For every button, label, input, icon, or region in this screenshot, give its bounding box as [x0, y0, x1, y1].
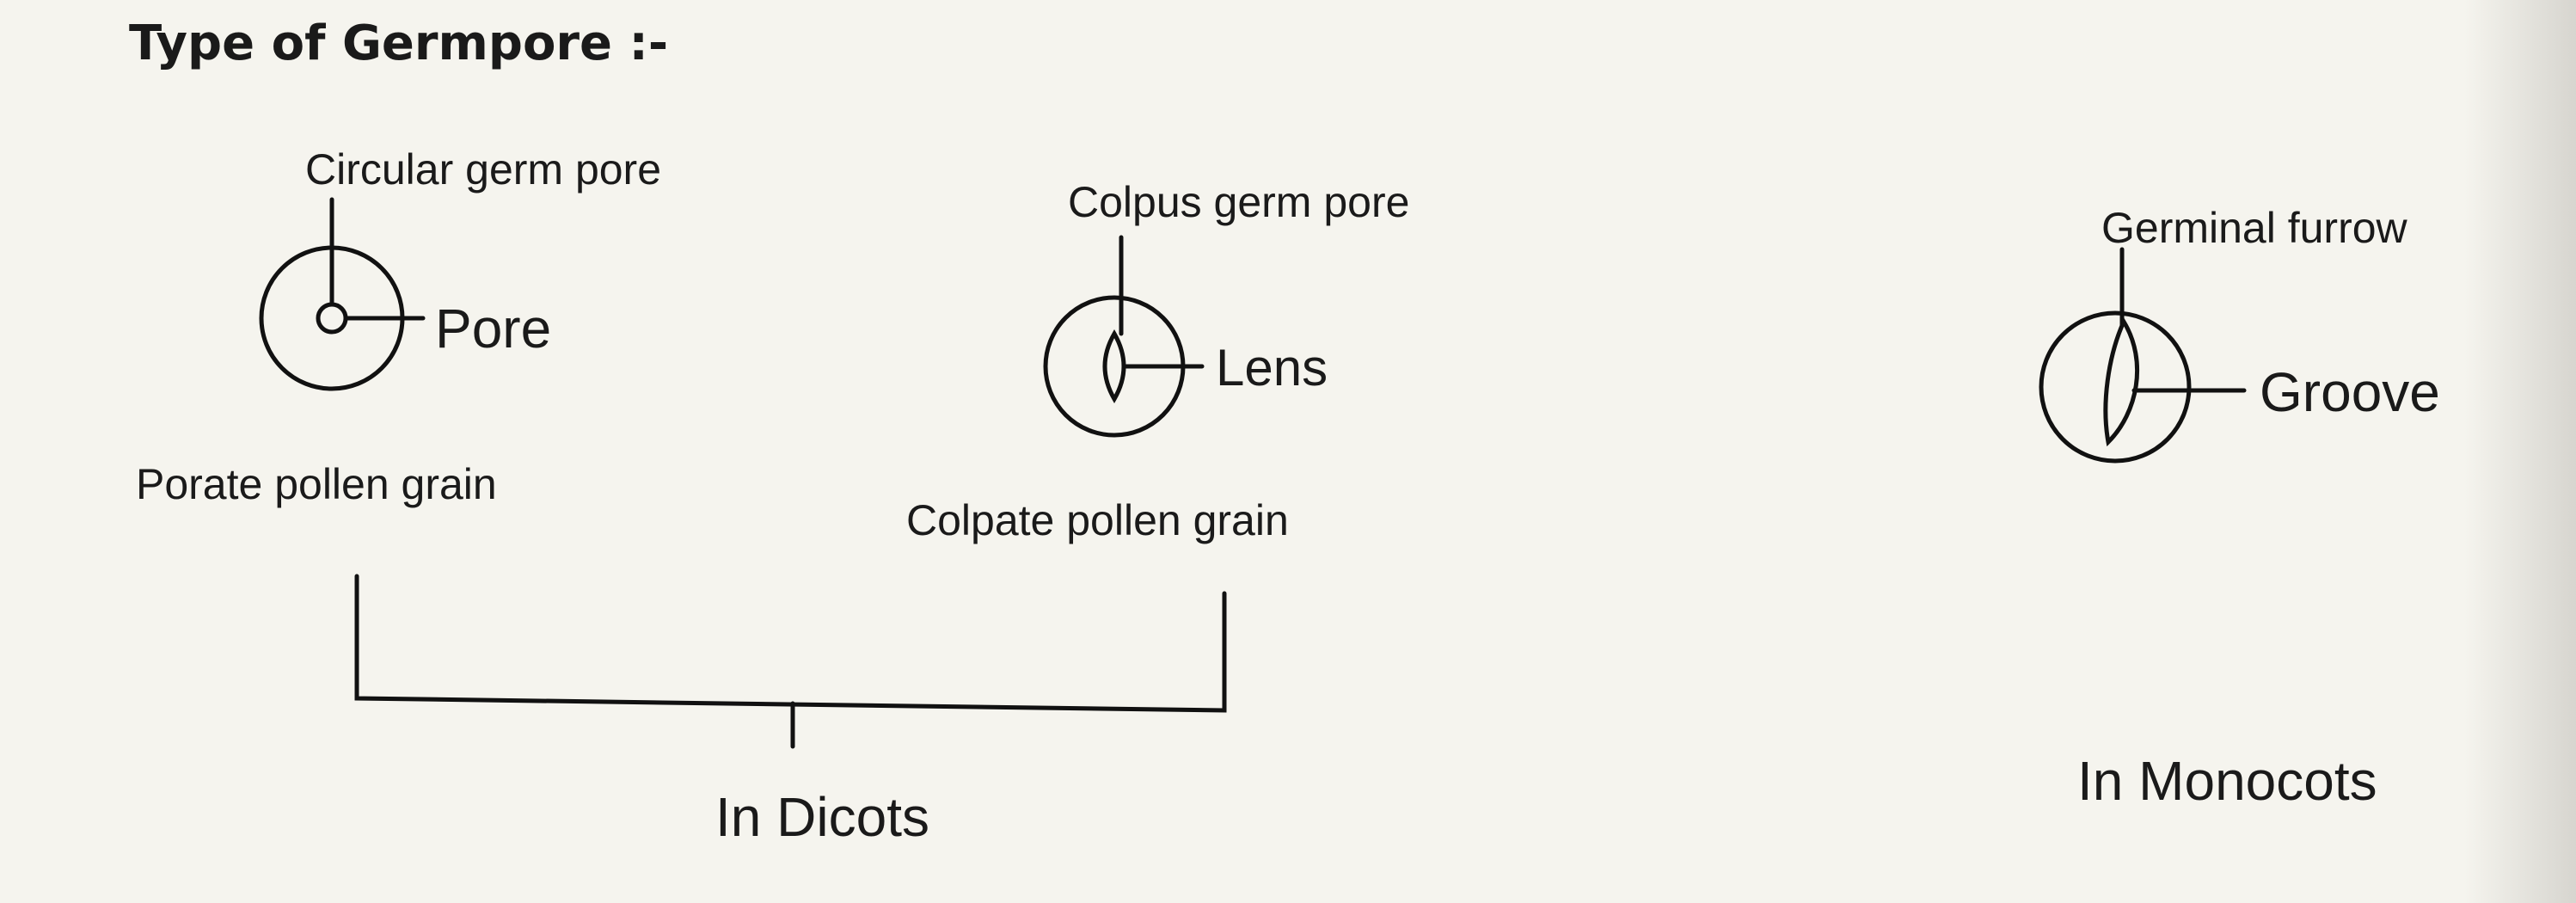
monocot-caption: In Monocots: [2077, 750, 2377, 812]
page-title: Type of Germpore :-: [129, 15, 669, 71]
dicot-bracket: [354, 574, 1227, 749]
porate-top-label: Circular germ pore: [305, 145, 662, 194]
porate-side-label: Pore: [435, 298, 552, 359]
monocot-grain-outline: [2039, 310, 2192, 464]
germinal-groove: [2103, 316, 2140, 447]
page-edge-shadow: [2464, 0, 2576, 903]
monocot-side-label: Groove: [2260, 361, 2440, 423]
colpate-side-label: Lens: [1216, 339, 1328, 396]
colpate-top-label: Colpus germ pore: [1068, 178, 1410, 226]
porate-pollen-grain-figure: [259, 197, 426, 391]
dicot-caption: In Dicots: [715, 786, 929, 848]
monocot-pollen-grain-figure: [2039, 247, 2247, 464]
circular-pore: [316, 302, 348, 335]
colpate-pollen-grain-figure: [1043, 235, 1205, 438]
monocot-top-label: Germinal furrow: [2101, 204, 2407, 252]
colpus-lens: [1102, 329, 1126, 403]
porate-caption: Porate pollen grain: [136, 460, 497, 508]
dicot-bracket-outline: [354, 574, 1227, 713]
colpate-caption: Colpate pollen grain: [906, 496, 1289, 544]
